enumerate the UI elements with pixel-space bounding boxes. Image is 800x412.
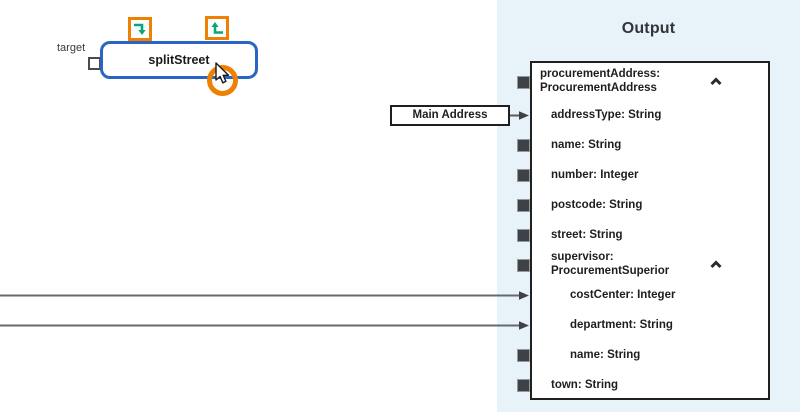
output-field-row[interactable]: procurementAddress: ProcurementAddress bbox=[540, 67, 660, 95]
arrow-out-of-glyph bbox=[211, 22, 223, 34]
field-connector-square[interactable] bbox=[517, 228, 530, 242]
collapse-chevron-icon[interactable] bbox=[709, 75, 723, 89]
field-connector-square[interactable] bbox=[517, 348, 530, 362]
output-field-row[interactable]: name: String bbox=[551, 136, 621, 154]
output-field-row[interactable]: addressType: String bbox=[551, 106, 661, 124]
field-label: department: String bbox=[570, 319, 673, 331]
mapping-source-label[interactable]: Main Address bbox=[390, 105, 510, 126]
output-field-row[interactable]: number: Integer bbox=[551, 166, 639, 184]
target-label: target bbox=[57, 42, 86, 54]
output-field-row[interactable]: street: String bbox=[551, 226, 623, 244]
field-label: ProcurementAddress bbox=[540, 82, 657, 94]
output-field-row[interactable]: costCenter: Integer bbox=[570, 286, 675, 304]
field-connector-square[interactable] bbox=[517, 168, 530, 182]
field-label: street: String bbox=[551, 229, 623, 241]
output-field-row[interactable]: supervisor: ProcurementSuperior bbox=[551, 250, 669, 278]
field-label: name: String bbox=[570, 349, 641, 361]
field-label: supervisor: bbox=[551, 251, 614, 263]
output-schema-box: procurementAddress: ProcurementAddress add… bbox=[517, 61, 770, 400]
output-field-row[interactable]: postcode: String bbox=[551, 196, 642, 214]
field-connector-square[interactable] bbox=[517, 378, 530, 392]
function-node-label: splitStreet bbox=[148, 53, 210, 67]
output-field-row[interactable]: name: String bbox=[570, 346, 640, 364]
arrow-out-of-icon[interactable] bbox=[205, 16, 229, 40]
collapse-chevron-icon[interactable] bbox=[709, 258, 723, 272]
field-connector-square[interactable] bbox=[517, 75, 530, 89]
arrow-into-icon[interactable] bbox=[128, 17, 152, 41]
output-field-row[interactable]: town: String bbox=[551, 376, 618, 394]
field-label: number: Integer bbox=[551, 169, 639, 181]
field-label: ProcurementSuperior bbox=[551, 265, 670, 277]
field-label: name: String bbox=[551, 139, 622, 151]
field-label: town: String bbox=[551, 379, 619, 391]
field-connector-square[interactable] bbox=[517, 138, 530, 152]
field-connector-square[interactable] bbox=[517, 198, 530, 212]
field-connector-square[interactable] bbox=[517, 258, 530, 272]
field-label: costCenter: Integer bbox=[570, 289, 676, 301]
click-highlight-ring bbox=[207, 65, 238, 96]
mouse-cursor-icon bbox=[215, 62, 230, 84]
arrow-into-glyph bbox=[134, 23, 146, 35]
field-label: addressType: String bbox=[551, 109, 662, 121]
output-panel-title: Output bbox=[621, 20, 676, 37]
field-label: postcode: String bbox=[551, 199, 643, 211]
field-label: procurementAddress: bbox=[540, 68, 661, 80]
output-field-row[interactable]: department: String bbox=[570, 316, 673, 334]
